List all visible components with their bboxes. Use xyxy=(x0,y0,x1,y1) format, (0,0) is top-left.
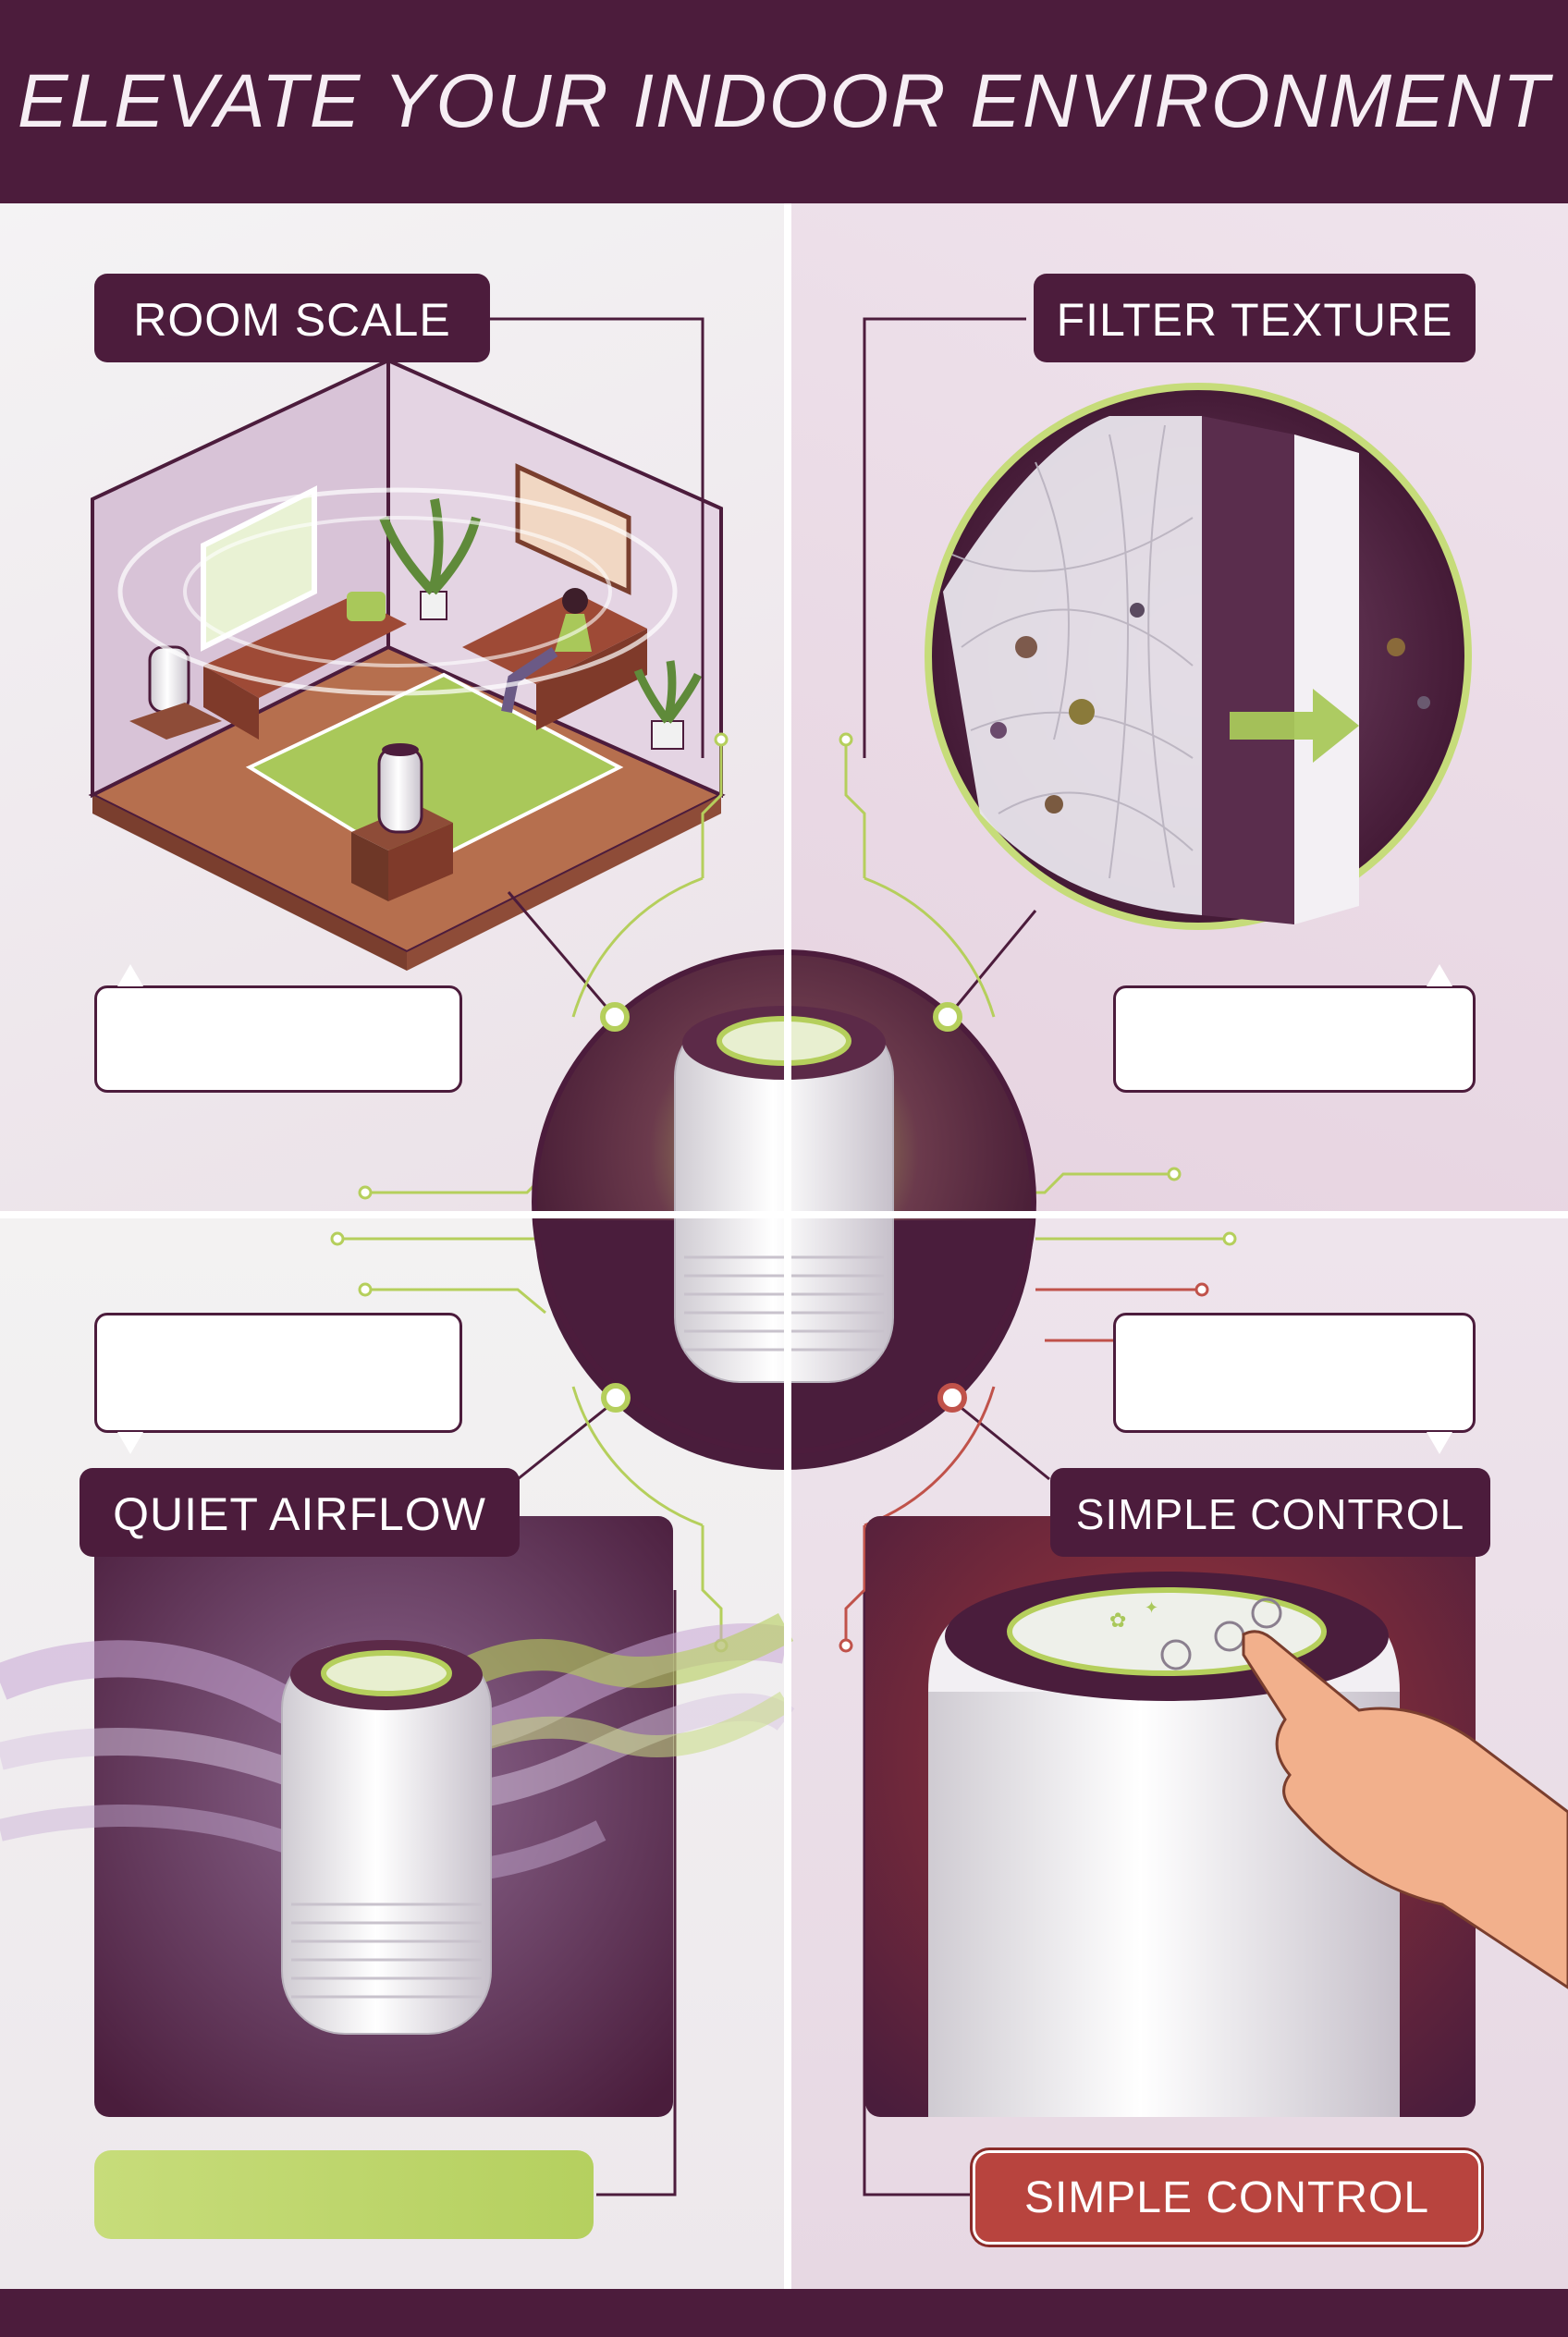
simple-control-label: SIMPLE CONTROL xyxy=(1075,1490,1465,1538)
room-scale-tag: ROOM SCALE xyxy=(94,274,490,362)
header-banner: ELEVATE YOUR INDOOR ENVIRONMENT xyxy=(0,0,1568,203)
svg-text:✿: ✿ xyxy=(1109,1609,1126,1633)
filter-texture-callout xyxy=(1113,964,1476,1093)
pointing-hand-icon xyxy=(1242,1630,1568,1989)
room-illustration xyxy=(88,357,726,971)
quiet-airflow-tag: QUIET AIRFLOW xyxy=(80,1468,520,1557)
svg-text:✦: ✦ xyxy=(1145,1598,1158,1618)
room-scale-label: ROOM SCALE xyxy=(133,294,451,346)
filter-texture-label: FILTER TEXTURE xyxy=(1056,294,1453,346)
page-title: ELEVATE YOUR INDOOR ENVIRONMENT xyxy=(17,59,1551,143)
quiet-airflow-bar xyxy=(94,2150,594,2239)
simple-control-illustration: ✿ ✦ xyxy=(865,1516,1568,2117)
footer-band xyxy=(0,2289,1568,2337)
quiet-airflow-label: QUIET AIRFLOW xyxy=(113,1488,486,1540)
simple-control-button[interactable]: SIMPLE CONTROL xyxy=(973,2150,1481,2245)
connector-lines xyxy=(490,317,1050,2196)
simple-control-callout xyxy=(1113,1313,1476,1454)
filter-illustration xyxy=(925,383,1472,930)
quiet-airflow-illustration xyxy=(0,1516,795,2117)
simple-control-button-label: SIMPLE CONTROL xyxy=(1023,2172,1430,2222)
quiet-airflow-callout xyxy=(94,1313,462,1454)
filter-texture-tag: FILTER TEXTURE xyxy=(1034,274,1476,362)
room-scale-callout xyxy=(94,964,462,1093)
simple-control-tag: SIMPLE CONTROL xyxy=(1050,1468,1490,1557)
